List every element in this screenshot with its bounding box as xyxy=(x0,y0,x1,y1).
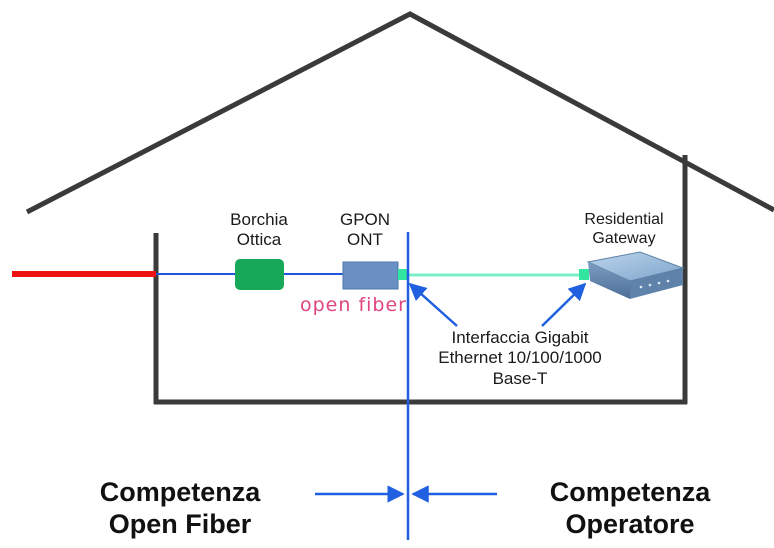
residential-gateway-label: Residential Gateway xyxy=(564,210,684,248)
arrow-to-ont-port xyxy=(408,282,458,327)
interface-label-line-1: Interfaccia Gigabit xyxy=(451,328,589,347)
ont-ethernet-port xyxy=(398,269,407,280)
ont-label-line-2: ONT xyxy=(347,230,383,250)
house-roof xyxy=(25,11,774,215)
ont-label-line-1: GPON xyxy=(339,210,391,229)
left-competence-line-2: Open Fiber xyxy=(108,509,252,540)
gateway-ethernet-port xyxy=(579,269,589,280)
right-competence-line-2: Operatore xyxy=(565,509,695,540)
gpon-ont-label: GPON ONT xyxy=(325,210,405,251)
borchia-label-line-2: Ottica xyxy=(236,230,282,250)
competenza-open-fiber-label: Competenza Open Fiber xyxy=(60,476,300,541)
open-fiber-logo: open fiber xyxy=(300,294,407,316)
gpon-ont-box xyxy=(342,261,399,290)
interface-label-line-3: Base-T xyxy=(492,368,548,388)
borchia-ottica-label: Borchia Ottica xyxy=(214,210,304,251)
left-competence-line-1: Competenza xyxy=(99,477,261,507)
gateway-label-line-1: Residential xyxy=(584,211,664,228)
residential-gateway-icon xyxy=(586,251,685,299)
interface-label-line-2: Ethernet 10/100/1000 xyxy=(438,348,602,368)
gateway-label-line-2: Gateway xyxy=(592,230,656,248)
right-competence-line-1: Competenza xyxy=(549,477,711,507)
competenza-operatore-label: Competenza Operatore xyxy=(510,476,750,541)
borchia-ottica-box xyxy=(235,259,284,290)
arrow-to-gateway-port xyxy=(541,282,587,327)
interface-label: Interfaccia Gigabit Ethernet 10/100/1000… xyxy=(420,328,620,389)
borchia-label-line-1: Borchia xyxy=(230,210,288,229)
